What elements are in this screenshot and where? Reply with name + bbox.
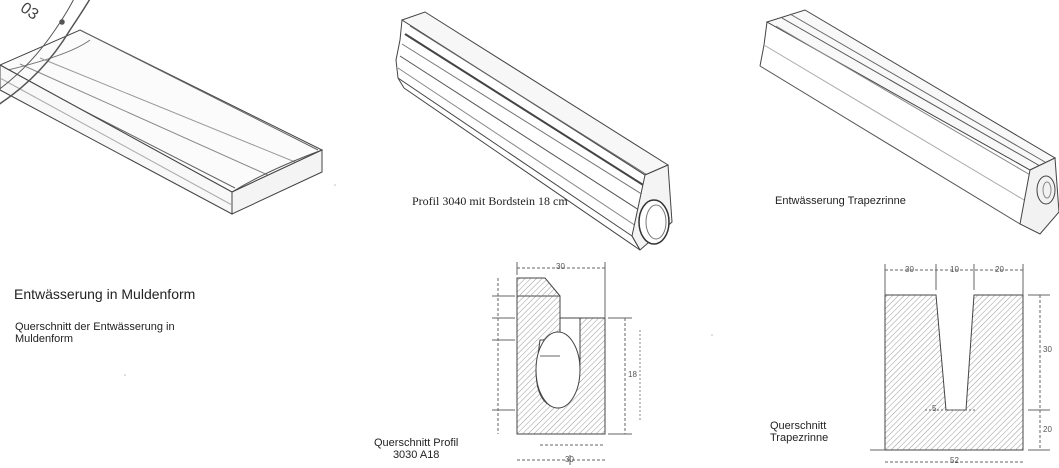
dim-profil-side: 18 — [628, 370, 637, 379]
profil-3040-label: Profil 3040 mit Bordstein 18 cm — [412, 194, 568, 208]
profil-cross-caption: Querschnitt Profil 3030 A18 — [374, 437, 458, 461]
profil-cross-section — [492, 262, 641, 465]
profil-cross-caption-line1: Querschnitt Profil — [374, 437, 459, 449]
muldenform-title: Entwässerung in Muldenform — [14, 286, 196, 302]
dim-trapez-side-a: 30 — [1043, 345, 1052, 354]
dim-trapez-top-a: 30 — [905, 265, 914, 274]
trapez-cross-caption-line1: Querschnitt — [770, 420, 827, 432]
muldenform-caption-line2: Muldenform — [15, 333, 74, 345]
trapez-cross-caption-line2: Trapezrinne — [770, 432, 829, 444]
muldenform-caption-line1: Querschnitt der Entwässerung in — [15, 321, 175, 333]
dim-trapez-side-b: 20 — [1043, 425, 1052, 434]
muldenform-block-drawing — [0, 29, 324, 215]
trapezrinne-label: Entwässerung Trapezrinne — [775, 195, 906, 207]
trapez-cross-caption: Querschnitt Trapezrinne — [770, 420, 828, 444]
dim-profil-top: 30 — [556, 262, 565, 271]
dim-trapez-slot: 5 — [932, 404, 937, 413]
dim-trapez-top-c: 20 — [995, 265, 1004, 274]
scan-specks — [124, 184, 713, 376]
profil-3040-drawing — [395, 11, 673, 251]
dim-trapez-bottom: 52 — [950, 456, 959, 465]
stamp-seal — [0, 0, 91, 105]
dim-profil-bottom: 30 — [565, 455, 574, 464]
trapezrinne-drawing — [759, 9, 1059, 235]
dim-trapez-top-b: 10 — [950, 265, 959, 274]
muldenform-caption: Querschnitt der Entwässerung in Muldenfo… — [15, 321, 175, 345]
profil-cross-caption-line2: 3030 A18 — [392, 449, 440, 461]
trapez-cross-section — [870, 264, 1050, 463]
